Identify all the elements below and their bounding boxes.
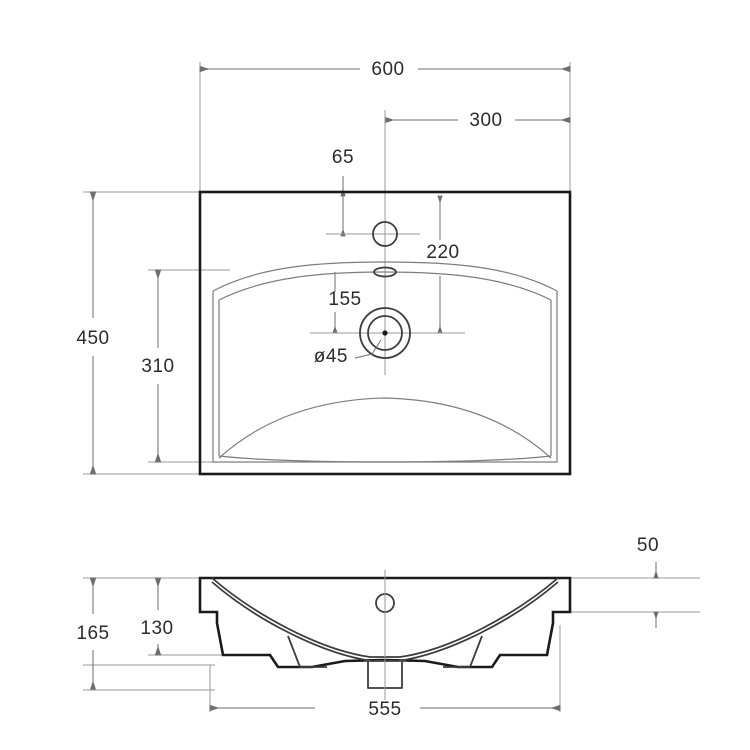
dim-300-label: 300 xyxy=(469,110,502,131)
dim-65-label: 65 xyxy=(332,147,354,168)
dimension-310: 310 xyxy=(141,269,174,463)
bowl-bottom-edge xyxy=(218,455,552,463)
dim-555-label: 555 xyxy=(368,699,401,720)
bowl-rim-back-arc-outer xyxy=(212,261,558,292)
dimension-155: 155 xyxy=(328,272,361,334)
gusset-right xyxy=(443,635,483,668)
dim-130-label: 130 xyxy=(140,618,173,639)
faucet-hole-circle xyxy=(372,221,398,247)
dimension-220: 220 xyxy=(426,195,459,334)
bowl-front-sweep-curve xyxy=(218,397,552,459)
plan-view: 600 300 65 220 155 xyxy=(76,59,572,476)
callout-diameter-45: ø45 xyxy=(314,339,382,367)
drain-middle-circle xyxy=(367,315,403,351)
bowl-rim-back-arc-inner xyxy=(218,271,552,301)
elevation-view: 50 165 130 555 xyxy=(76,535,700,720)
dim-50-label: 50 xyxy=(637,535,659,556)
diameter-45-leader-line xyxy=(354,339,382,359)
dimension-300: 300 xyxy=(384,110,571,131)
dim-d45-label: ø45 xyxy=(314,346,348,367)
dimension-555: 555 xyxy=(209,699,561,720)
dim-450-label: 450 xyxy=(76,328,109,349)
dim-155-label: 155 xyxy=(328,289,361,310)
dim-600-label: 600 xyxy=(371,59,404,80)
dimension-65: 65 xyxy=(332,147,354,237)
drain-center-dot xyxy=(382,330,388,336)
dimension-600: 600 xyxy=(199,59,571,80)
dim-220-label: 220 xyxy=(426,242,459,263)
elevation-extension-lines xyxy=(83,577,700,712)
dim-165-label: 165 xyxy=(76,623,109,644)
overflow-slot xyxy=(373,266,397,278)
drain-outer-circle xyxy=(359,307,411,359)
dimension-450: 450 xyxy=(76,191,109,475)
gusset-left xyxy=(287,635,327,668)
dimension-130: 130 xyxy=(140,577,173,656)
basin-outline-plan xyxy=(198,190,572,476)
dimension-50: 50 xyxy=(637,535,659,628)
dimension-165: 165 xyxy=(76,577,215,691)
dim-310-label: 310 xyxy=(141,356,174,377)
